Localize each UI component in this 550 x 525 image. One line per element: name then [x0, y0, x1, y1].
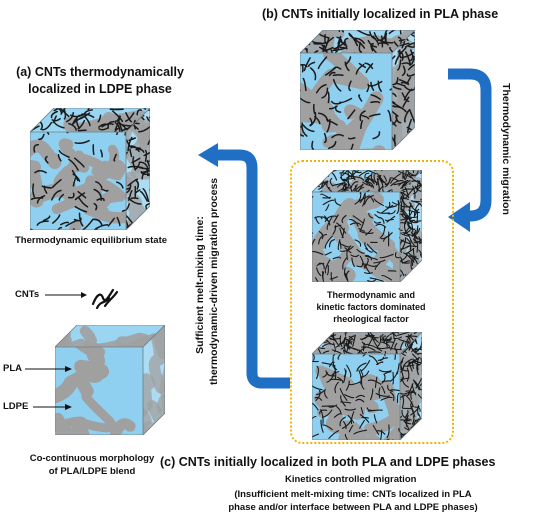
cube-body: [312, 170, 422, 282]
caption-morph-line1: Co-continuous morphology: [29, 453, 155, 464]
heading-a-line1: (a) CNTs thermodynamically: [16, 65, 184, 79]
sufficient-line2: thermodynamic-driven migration process: [208, 177, 220, 385]
cube-cnts-kinetic: [312, 332, 422, 440]
heading-a-line2: localized in LDPE phase: [28, 82, 172, 96]
caption-rheo-line1: Thermodynamic and: [326, 290, 416, 300]
cube-equilibrium: [30, 108, 150, 230]
cube-cnts-in-pla: [300, 30, 415, 150]
thermo-migration-arrow: [448, 68, 492, 232]
caption-rheological: Thermodynamic and kinetic factors domina…: [290, 289, 452, 325]
thermo-migration-label: Thermodynamic migration: [500, 83, 512, 215]
mixed-localization-box: [290, 160, 454, 444]
sufficient-mixing-label: Sufficient melt-mixing time: thermodynam…: [193, 177, 223, 385]
cube-body: [312, 332, 422, 440]
heading-b: (b) CNTs initially localized in PLA phas…: [262, 7, 499, 21]
cube-body: [55, 325, 165, 435]
legend-ldpe-arrow: [33, 404, 72, 410]
caption-rheo-line3: rheological factor: [333, 314, 409, 324]
caption-equilibrium: Thermodynamic equilibrium state: [15, 235, 168, 246]
legend-cnts-label: CNTs: [15, 289, 40, 300]
legend-pla-label: PLA: [3, 363, 22, 374]
legend-ldpe-label: LDPE: [3, 401, 29, 412]
cube-blend-morphology: [55, 325, 165, 435]
legend-cnts-graphic: [45, 288, 119, 310]
caption-insuff-line1: (Insufficient melt-mixing time: CNTs loc…: [234, 489, 472, 500]
cube-body: [30, 108, 150, 230]
heading-a: (a) CNTs thermodynamically localized in …: [10, 64, 190, 98]
caption-insuff-line2: phase and/or interface between PLA and L…: [228, 502, 478, 513]
sufficient-line1: Sufficient melt-mixing time:: [194, 216, 206, 354]
heading-c: (c) CNTs initially localized in both PLA…: [160, 455, 496, 469]
sufficient-mixing-arrow: [198, 143, 290, 389]
caption-insufficient: (Insufficient melt-mixing time: CNTs loc…: [208, 488, 498, 514]
caption-kinetics: Kinetics controlled migration: [285, 474, 417, 485]
legend-pla-arrow: [25, 366, 72, 372]
caption-rheo-line2: kinetic factors dominated: [316, 302, 426, 312]
cube-cnts-rheological: [312, 170, 422, 282]
caption-morph-line2: of PLA/LDPE blend: [48, 466, 136, 477]
cube-body: [300, 30, 415, 150]
caption-morphology: Co-continuous morphology of PLA/LDPE ble…: [22, 452, 162, 478]
